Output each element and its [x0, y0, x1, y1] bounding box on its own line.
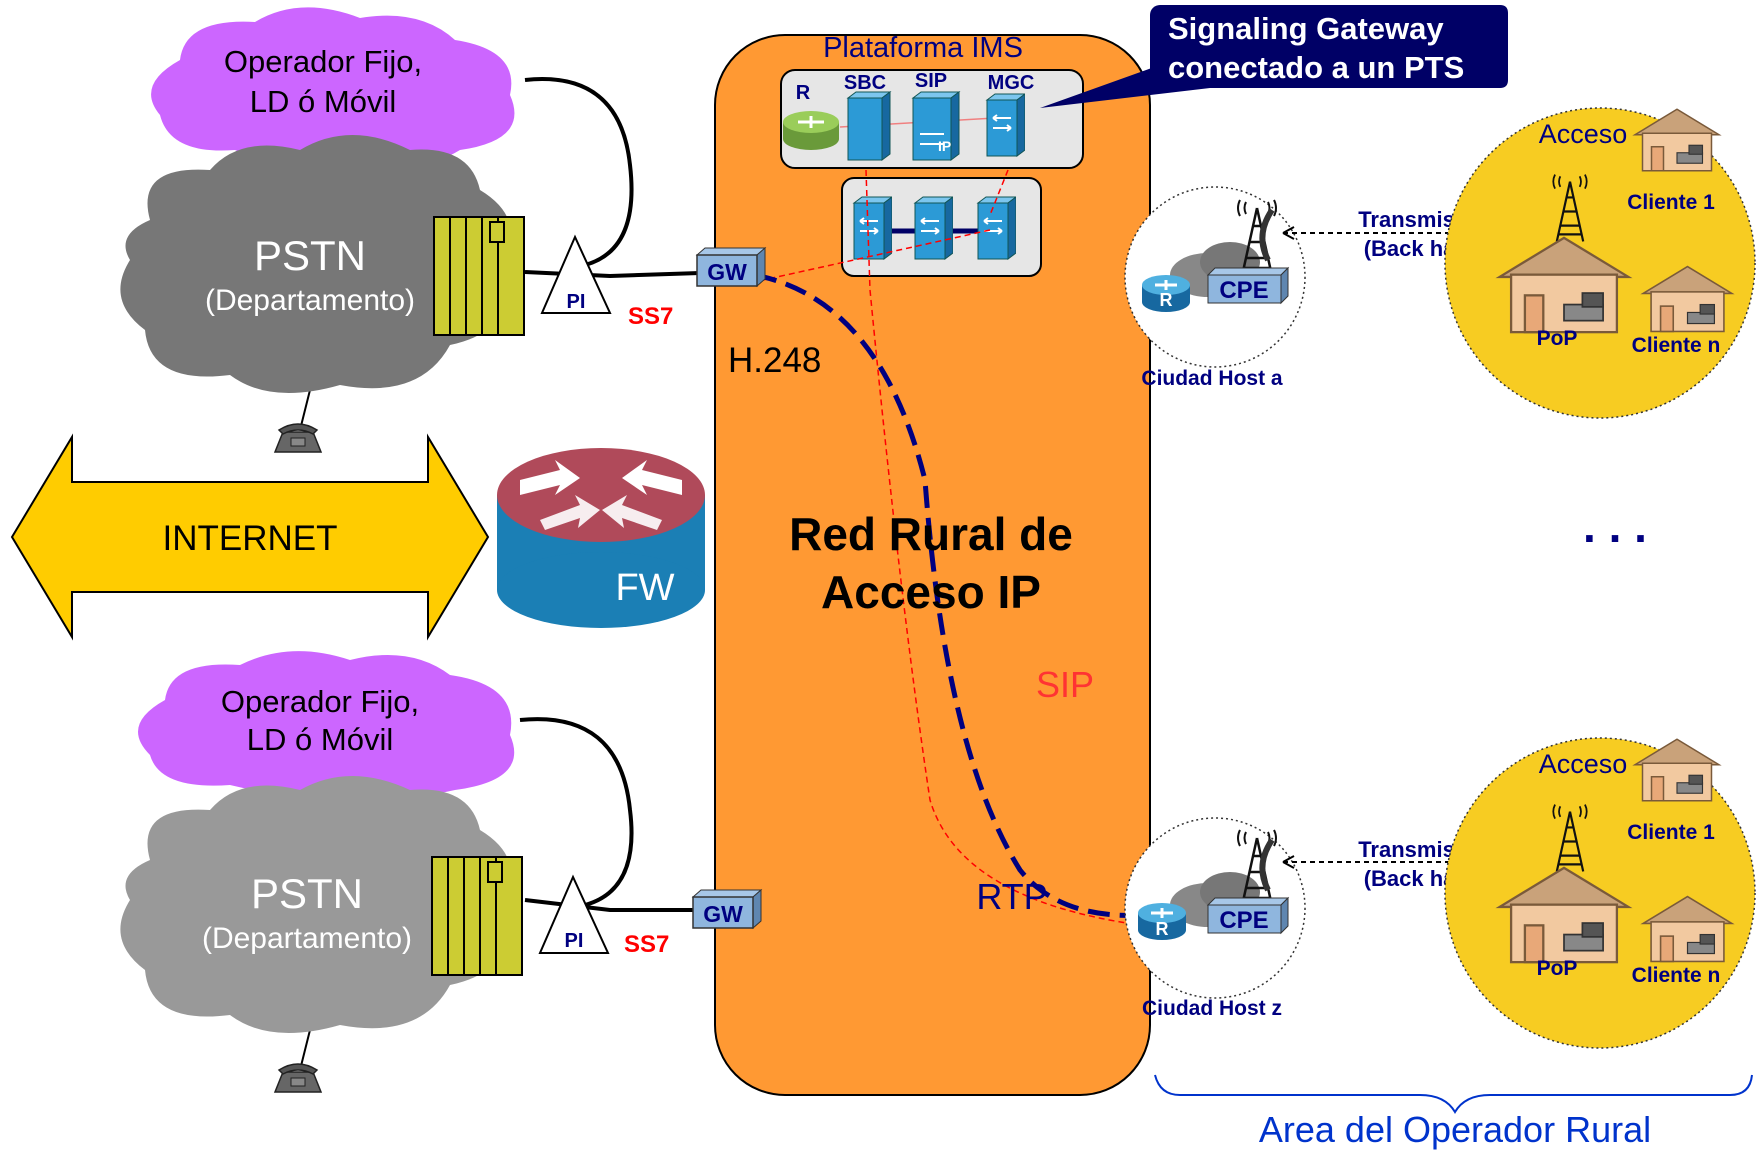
- ims-router-icon: [783, 111, 839, 150]
- bottom-backhaul-arrows: [1282, 855, 1561, 869]
- top-pop-label: PoP: [1537, 327, 1578, 350]
- signaling-gateway-callout: Signaling Gateway conectado a un PTS: [1040, 5, 1508, 108]
- h248-label: H.248: [728, 341, 821, 380]
- bottom-phone-cord: [299, 1029, 311, 1071]
- top-operator-link: [524, 77, 634, 267]
- top-gateway: GW: [695, 246, 767, 288]
- rtp-protocol-label: RTP: [976, 876, 1047, 917]
- top-clientn-label: Cliente n: [1632, 334, 1721, 357]
- sip-server-icon: IP: [911, 91, 961, 161]
- mgc-server-icon: [986, 93, 1025, 157]
- top-phone-cord: [299, 389, 311, 431]
- callout-line1: Signaling Gateway: [1168, 11, 1444, 46]
- bottom-gateway: GW: [691, 888, 763, 930]
- bottom-pstn-title: PSTN: [251, 870, 363, 917]
- top-gw-label: GW: [707, 259, 747, 285]
- top-pbx-cabinet: [433, 216, 525, 336]
- host-a-label: Ciudad Host a: [1141, 367, 1282, 390]
- top-pstn-title: PSTN: [254, 232, 366, 279]
- bottom-operator-line2: LD ó Móvil: [247, 722, 393, 757]
- rural-area-label: Area del Operador Rural: [1259, 1109, 1651, 1150]
- bottom-access-area: Acceso Cliente 1 PoP Cliente n: [1444, 737, 1756, 1049]
- bottom-pbx-cabinet: [431, 856, 523, 976]
- sip-protocol-label: SIP: [1036, 664, 1094, 705]
- host-a-dish-icon: [1259, 208, 1275, 262]
- top-operator-cloud: Operador Fijo, LD ó Móvil: [151, 7, 515, 166]
- bottom-gw-label: GW: [703, 901, 743, 927]
- top-ss7-label: SS7: [628, 303, 673, 330]
- bottom-pstn-gw-link: [524, 898, 700, 912]
- sbc-label: SBC: [844, 72, 886, 94]
- host-z-router-icon: R: [1138, 903, 1186, 940]
- rtp-media-path: [754, 272, 1146, 918]
- rural-area-brace: [1154, 1074, 1753, 1114]
- firewall-label: FW: [615, 567, 674, 609]
- host-z-label: Ciudad Host z: [1142, 997, 1282, 1020]
- bottom-pop-label: PoP: [1537, 957, 1578, 980]
- core-switches-box: [841, 177, 1042, 277]
- host-z-cpe-label: CPE: [1219, 907, 1268, 934]
- host-a-cpe: CPE: [1206, 266, 1290, 305]
- internet-label: INTERNET: [163, 519, 338, 558]
- h248-signaling-line: [744, 229, 991, 285]
- internet-arrow: INTERNET: [10, 433, 490, 641]
- host-a-node: CPE R Ciudad Host a: [1124, 186, 1306, 390]
- firewall-icon: FW: [497, 448, 705, 628]
- bottom-phone-icon: [274, 1063, 322, 1093]
- sip-signaling-line: [865, 169, 1141, 926]
- top-operator-line2: LD ó Móvil: [250, 84, 396, 119]
- core-switch-1-icon: [853, 196, 892, 260]
- bottom-operator-line1: Operador Fijo,: [221, 684, 419, 719]
- bottom-ss7-label: SS7: [624, 931, 669, 958]
- top-pstn-gw-link: [524, 270, 701, 279]
- bottom-pi-label: PI: [565, 930, 584, 952]
- sip-icon-text: IP: [938, 138, 951, 154]
- core-switch-2-icon: [914, 196, 953, 260]
- sip-server-label: SIP: [915, 70, 947, 92]
- top-client1-label: Cliente 1: [1627, 191, 1715, 214]
- top-backhaul-arrows: [1282, 226, 1561, 240]
- top-access-area: Acceso Cliente 1 PoP Cliente n: [1444, 107, 1756, 419]
- platform-main-line2: Acceso IP: [821, 566, 1041, 618]
- top-pi-label: PI: [567, 291, 586, 313]
- mgc-label: MGC: [988, 72, 1035, 94]
- callout-line2: conectado a un PTS: [1168, 50, 1464, 85]
- core-switch-3-icon: [977, 196, 1016, 260]
- host-z-cpe: CPE: [1206, 896, 1290, 935]
- host-z-router-label: R: [1156, 919, 1169, 939]
- bottom-pi-node: PI: [538, 874, 610, 954]
- host-a-router-icon: R: [1142, 275, 1190, 312]
- bottom-operator-cloud: Operador Fijo, LD ó Móvil: [138, 651, 515, 795]
- host-a-cpe-label: CPE: [1219, 277, 1268, 304]
- ims-platform-title: Plataforma IMS: [823, 32, 1023, 64]
- top-operator-line1: Operador Fijo,: [224, 44, 422, 79]
- host-a-router-label: R: [1160, 290, 1173, 310]
- top-pi-node: PI: [540, 234, 612, 314]
- host-z-node: CPE R Ciudad Host z: [1124, 817, 1306, 1020]
- top-pstn-cloud: PSTN (Departamento): [120, 135, 512, 393]
- platform-main-line1: Red Rural de: [789, 508, 1073, 560]
- top-access-title: Acceso: [1539, 119, 1628, 149]
- ellipsis: . . .: [1583, 500, 1647, 552]
- host-z-dish-icon: [1259, 838, 1275, 892]
- ims-box: R SBC SIP MGC IP: [780, 69, 1084, 169]
- bottom-clientn-label: Cliente n: [1632, 964, 1721, 987]
- bottom-operator-link: [519, 717, 634, 907]
- ims-router-label: R: [796, 82, 811, 104]
- sbc-server-icon: [846, 91, 892, 161]
- bottom-access-title: Acceso: [1539, 749, 1628, 779]
- bottom-pstn-subtitle: (Departamento): [202, 922, 412, 955]
- top-phone-icon: [274, 423, 322, 453]
- top-pstn-subtitle: (Departamento): [205, 284, 415, 317]
- bottom-client1-label: Cliente 1: [1627, 821, 1715, 844]
- bottom-pstn-cloud: PSTN (Departamento): [120, 776, 512, 1033]
- mgc-signaling-line: [989, 169, 1009, 216]
